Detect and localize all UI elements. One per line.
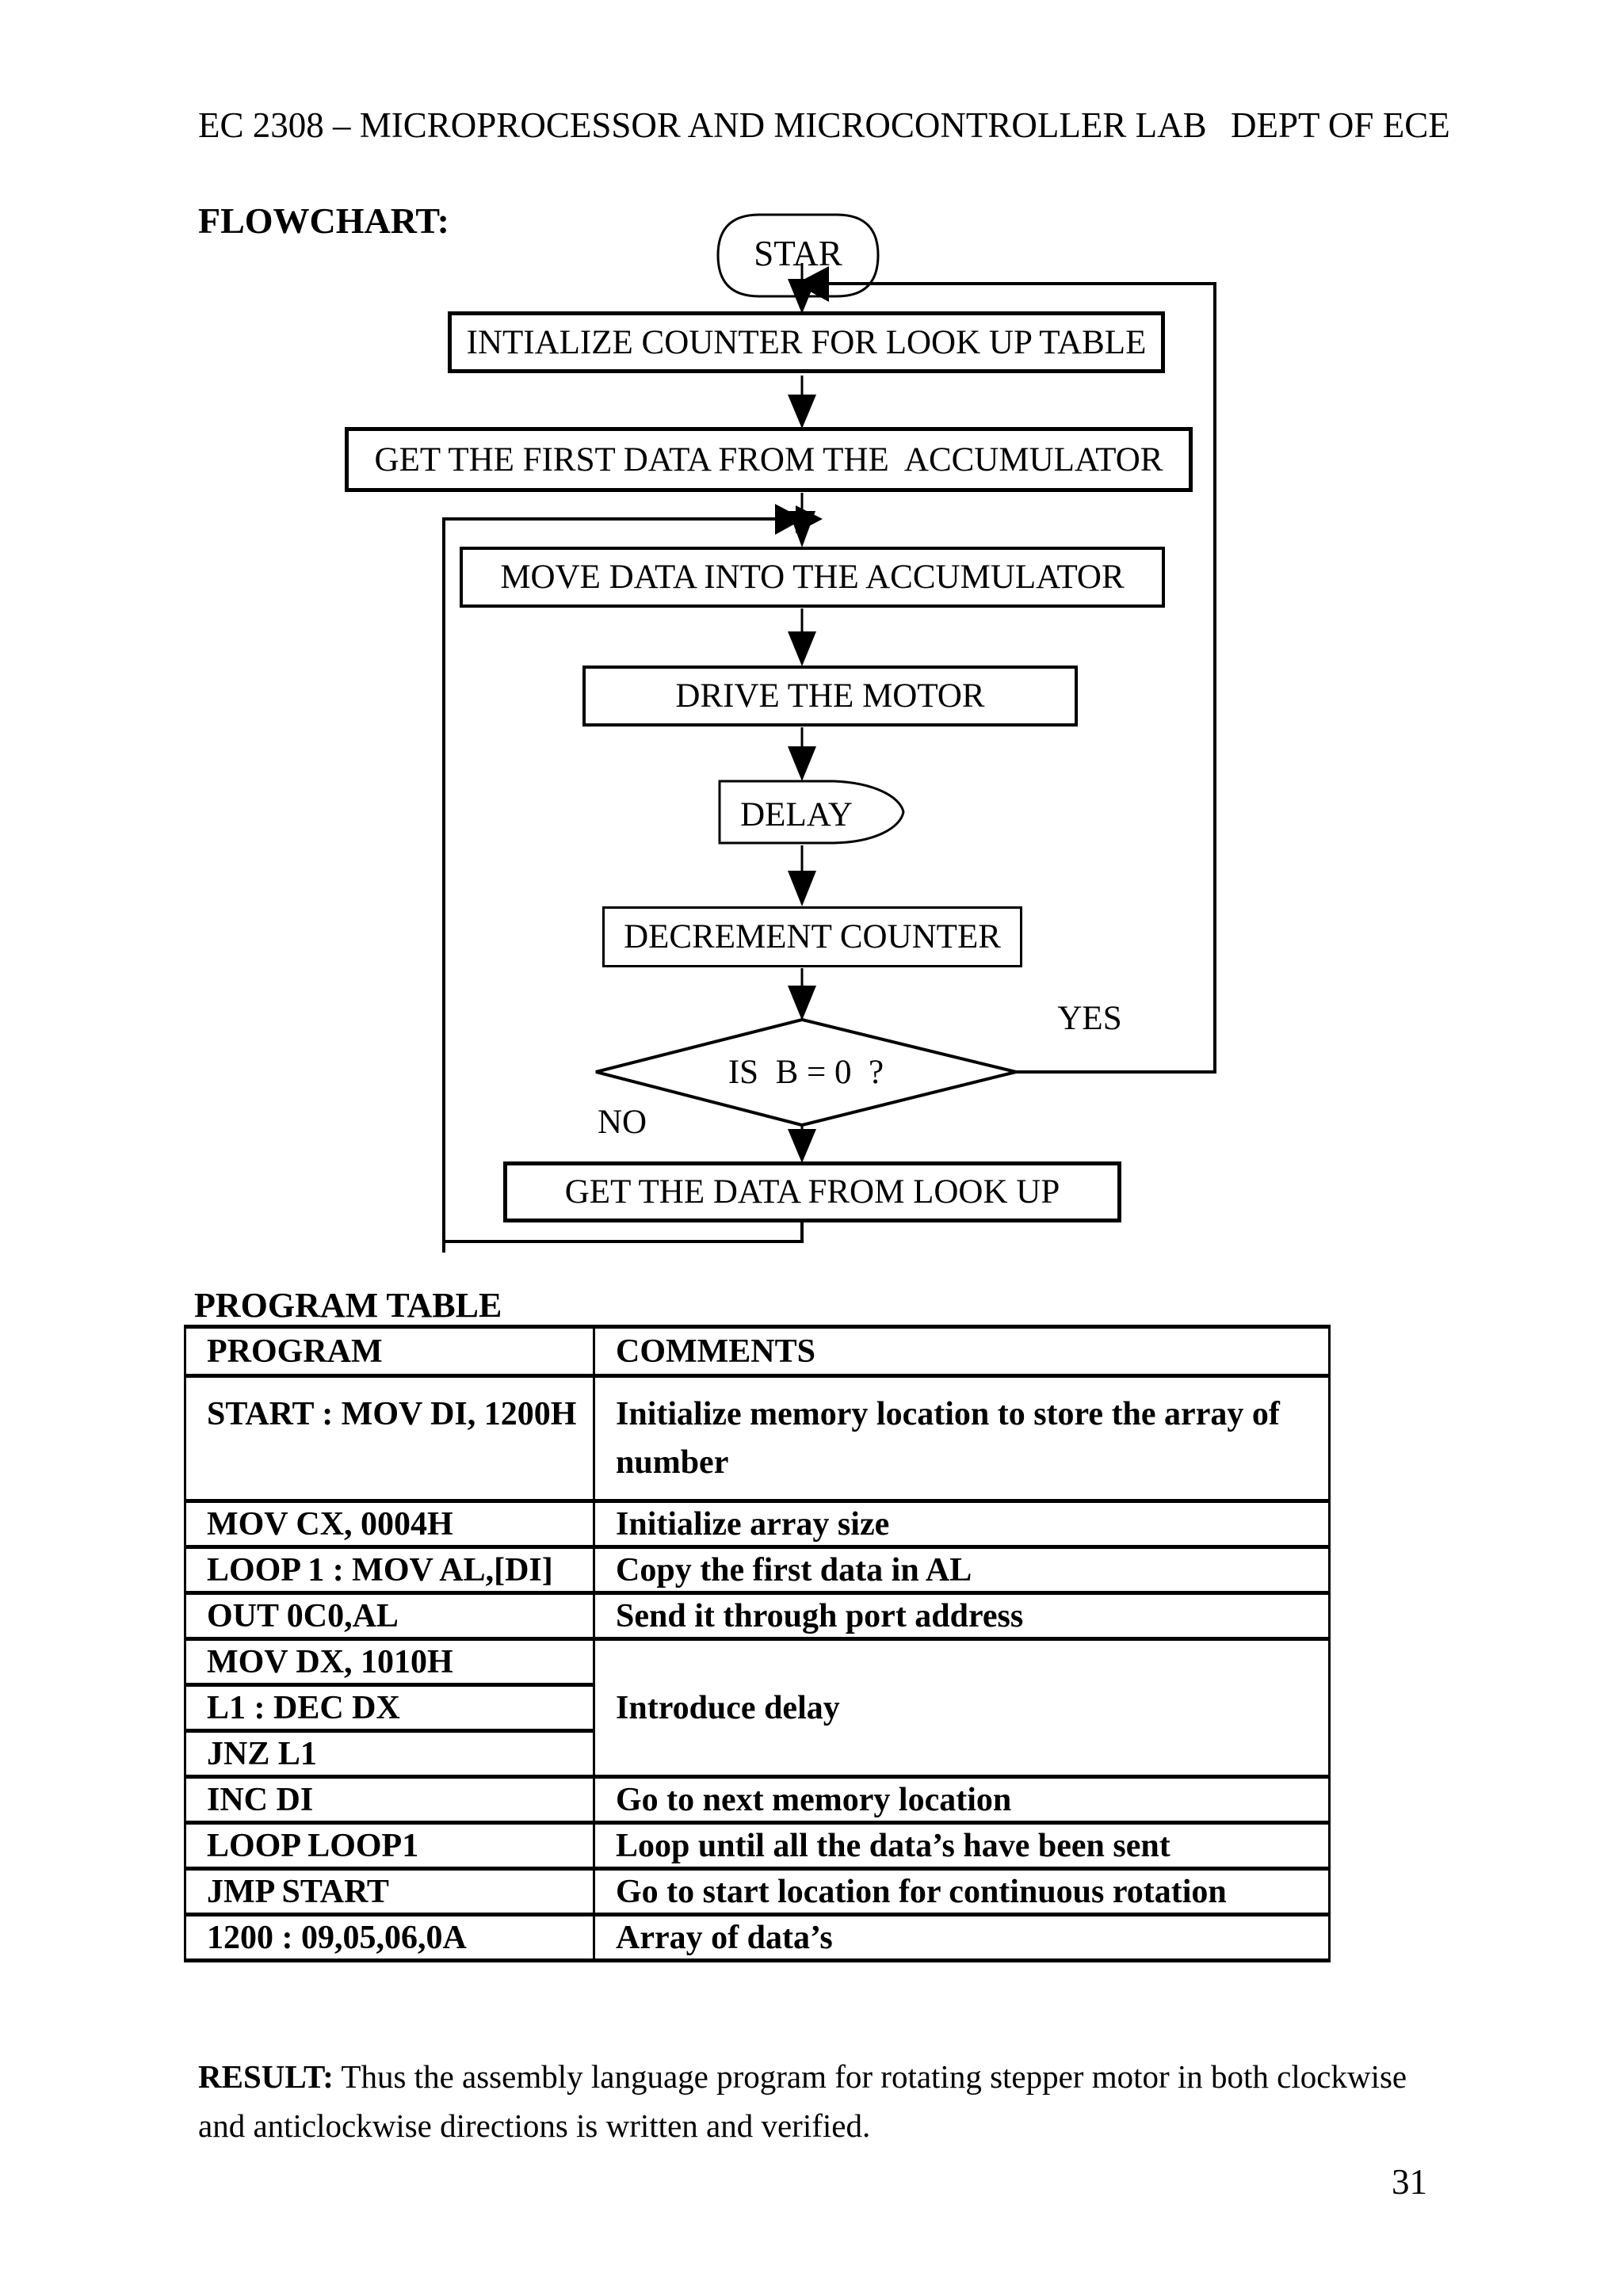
flow-node-decrement-counter: DECREMENT COUNTER (602, 906, 1022, 967)
program-cell: MOV CX, 0004H (184, 1499, 595, 1549)
yes-loop-line (829, 282, 1216, 1074)
flow-arrow-decision-to-getdata (788, 1126, 816, 1163)
decision-diamond-shape (595, 1017, 1017, 1127)
start-terminator-shape (716, 213, 880, 298)
program-cell: JMP START (184, 1867, 595, 1917)
program-cell: LOOP 1 : MOV AL,[DI] (184, 1545, 595, 1595)
no-loop-line (442, 517, 804, 1253)
program-cell: START : MOV DI, 1200H (184, 1374, 595, 1503)
table-row: JNZ L1 (184, 1729, 1330, 1779)
no-branch-label: NO (597, 1103, 647, 1141)
program-cell: LOOP LOOP1 (184, 1821, 595, 1871)
program-cell: OUT 0C0,AL (184, 1591, 595, 1641)
down-arrowhead-icon (788, 279, 816, 314)
table-row: LOOP 1 : MOV AL,[DI]Copy the first data … (184, 1545, 1331, 1595)
flow-node-delay-label: DELAY (740, 795, 853, 833)
down-arrowhead-icon (789, 511, 815, 547)
page-number: 31 (1392, 2162, 1427, 2202)
flow-arrow-start-to-init (788, 263, 816, 314)
down-arrowhead-icon (788, 746, 816, 781)
flow-node-drive-motor: DRIVE THE MOTOR (582, 666, 1078, 727)
flow-arrow-init-to-getfirst (788, 376, 816, 429)
program-cell: INC DI (184, 1775, 595, 1825)
flow-arrow-delay-to-decrement (788, 845, 816, 906)
dept-title: DEPT OF ECE (1231, 105, 1450, 145)
flow-node-move-data: MOVE DATA INTO THE ACCUMULATOR (460, 547, 1165, 608)
flow-node-initialize: INTIALIZE COUNTER FOR LOOK UP TABLE (448, 311, 1165, 373)
flow-node-start-label: STAR (754, 234, 842, 273)
flow-arrow-move-to-drive (788, 608, 816, 666)
comment-cell: Introduce delay (593, 1637, 1331, 1779)
down-arrowhead-icon (788, 631, 816, 666)
comment-cell: Go to start location for continuous rota… (593, 1867, 1331, 1917)
program-table-section-label: PROGRAM TABLE (194, 1286, 502, 1325)
down-arrowhead-icon (788, 1129, 816, 1163)
result-label: RESULT: (198, 2058, 334, 2095)
comment-cell: Go to next memory location (593, 1775, 1331, 1825)
result-paragraph: RESULT: Thus the assembly language progr… (198, 2003, 1564, 2150)
flow-node-get-lookup-data: GET THE DATA FROM LOOK UP (503, 1161, 1121, 1222)
program-cell: 1200 : 09,05,06,0A (184, 1913, 595, 1962)
program-table-header-row: PROGRAM COMMENTS (184, 1325, 1331, 1378)
down-arrowhead-icon (788, 986, 816, 1020)
comment-cell: Copy the first data in AL (593, 1545, 1331, 1595)
comment-cell: Initialize array size (593, 1499, 1331, 1549)
loop-junction-arrowhead-icon (775, 504, 804, 535)
column-header-comments: COMMENTS (593, 1325, 1331, 1378)
comment-cell: Initialize memory location to store the … (593, 1374, 1331, 1503)
program-cell: L1 : DEC DX (184, 1683, 595, 1733)
flow-node-get-first-data: GET THE FIRST DATA FROM THE ACCUMULATOR (345, 427, 1193, 492)
delay-shape (718, 780, 905, 845)
flow-arrow-decrement-to-decision (788, 968, 816, 1020)
course-title: EC 2308 – MICROPROCESSOR AND MICROCONTRO… (198, 105, 1207, 145)
decision-label: IS B = 0 ? (727, 1053, 884, 1091)
flow-arrow-drive-to-delay (788, 727, 816, 781)
table-row: L1 : DEC DX (184, 1683, 1330, 1733)
comment-cell: Loop until all the data’s have been sent (593, 1821, 1331, 1871)
program-cell: MOV DX, 1010H (184, 1637, 595, 1687)
down-arrowhead-icon (788, 871, 816, 906)
flowchart-section-label: FLOWCHART: (198, 200, 449, 241)
comment-cell: Send it through port address (593, 1591, 1331, 1641)
down-arrowhead-icon (788, 395, 816, 429)
result-text: Thus the assembly language program for r… (198, 2058, 1407, 2144)
program-cell: JNZ L1 (184, 1729, 595, 1779)
flowchart-canvas (442, 213, 1216, 1253)
comment-cell: Array of data’s (593, 1913, 1331, 1962)
flow-arrow-getfirst-to-move (789, 493, 815, 547)
yes-branch-label: YES (1057, 999, 1122, 1037)
column-header-program: PROGRAM (184, 1325, 595, 1378)
